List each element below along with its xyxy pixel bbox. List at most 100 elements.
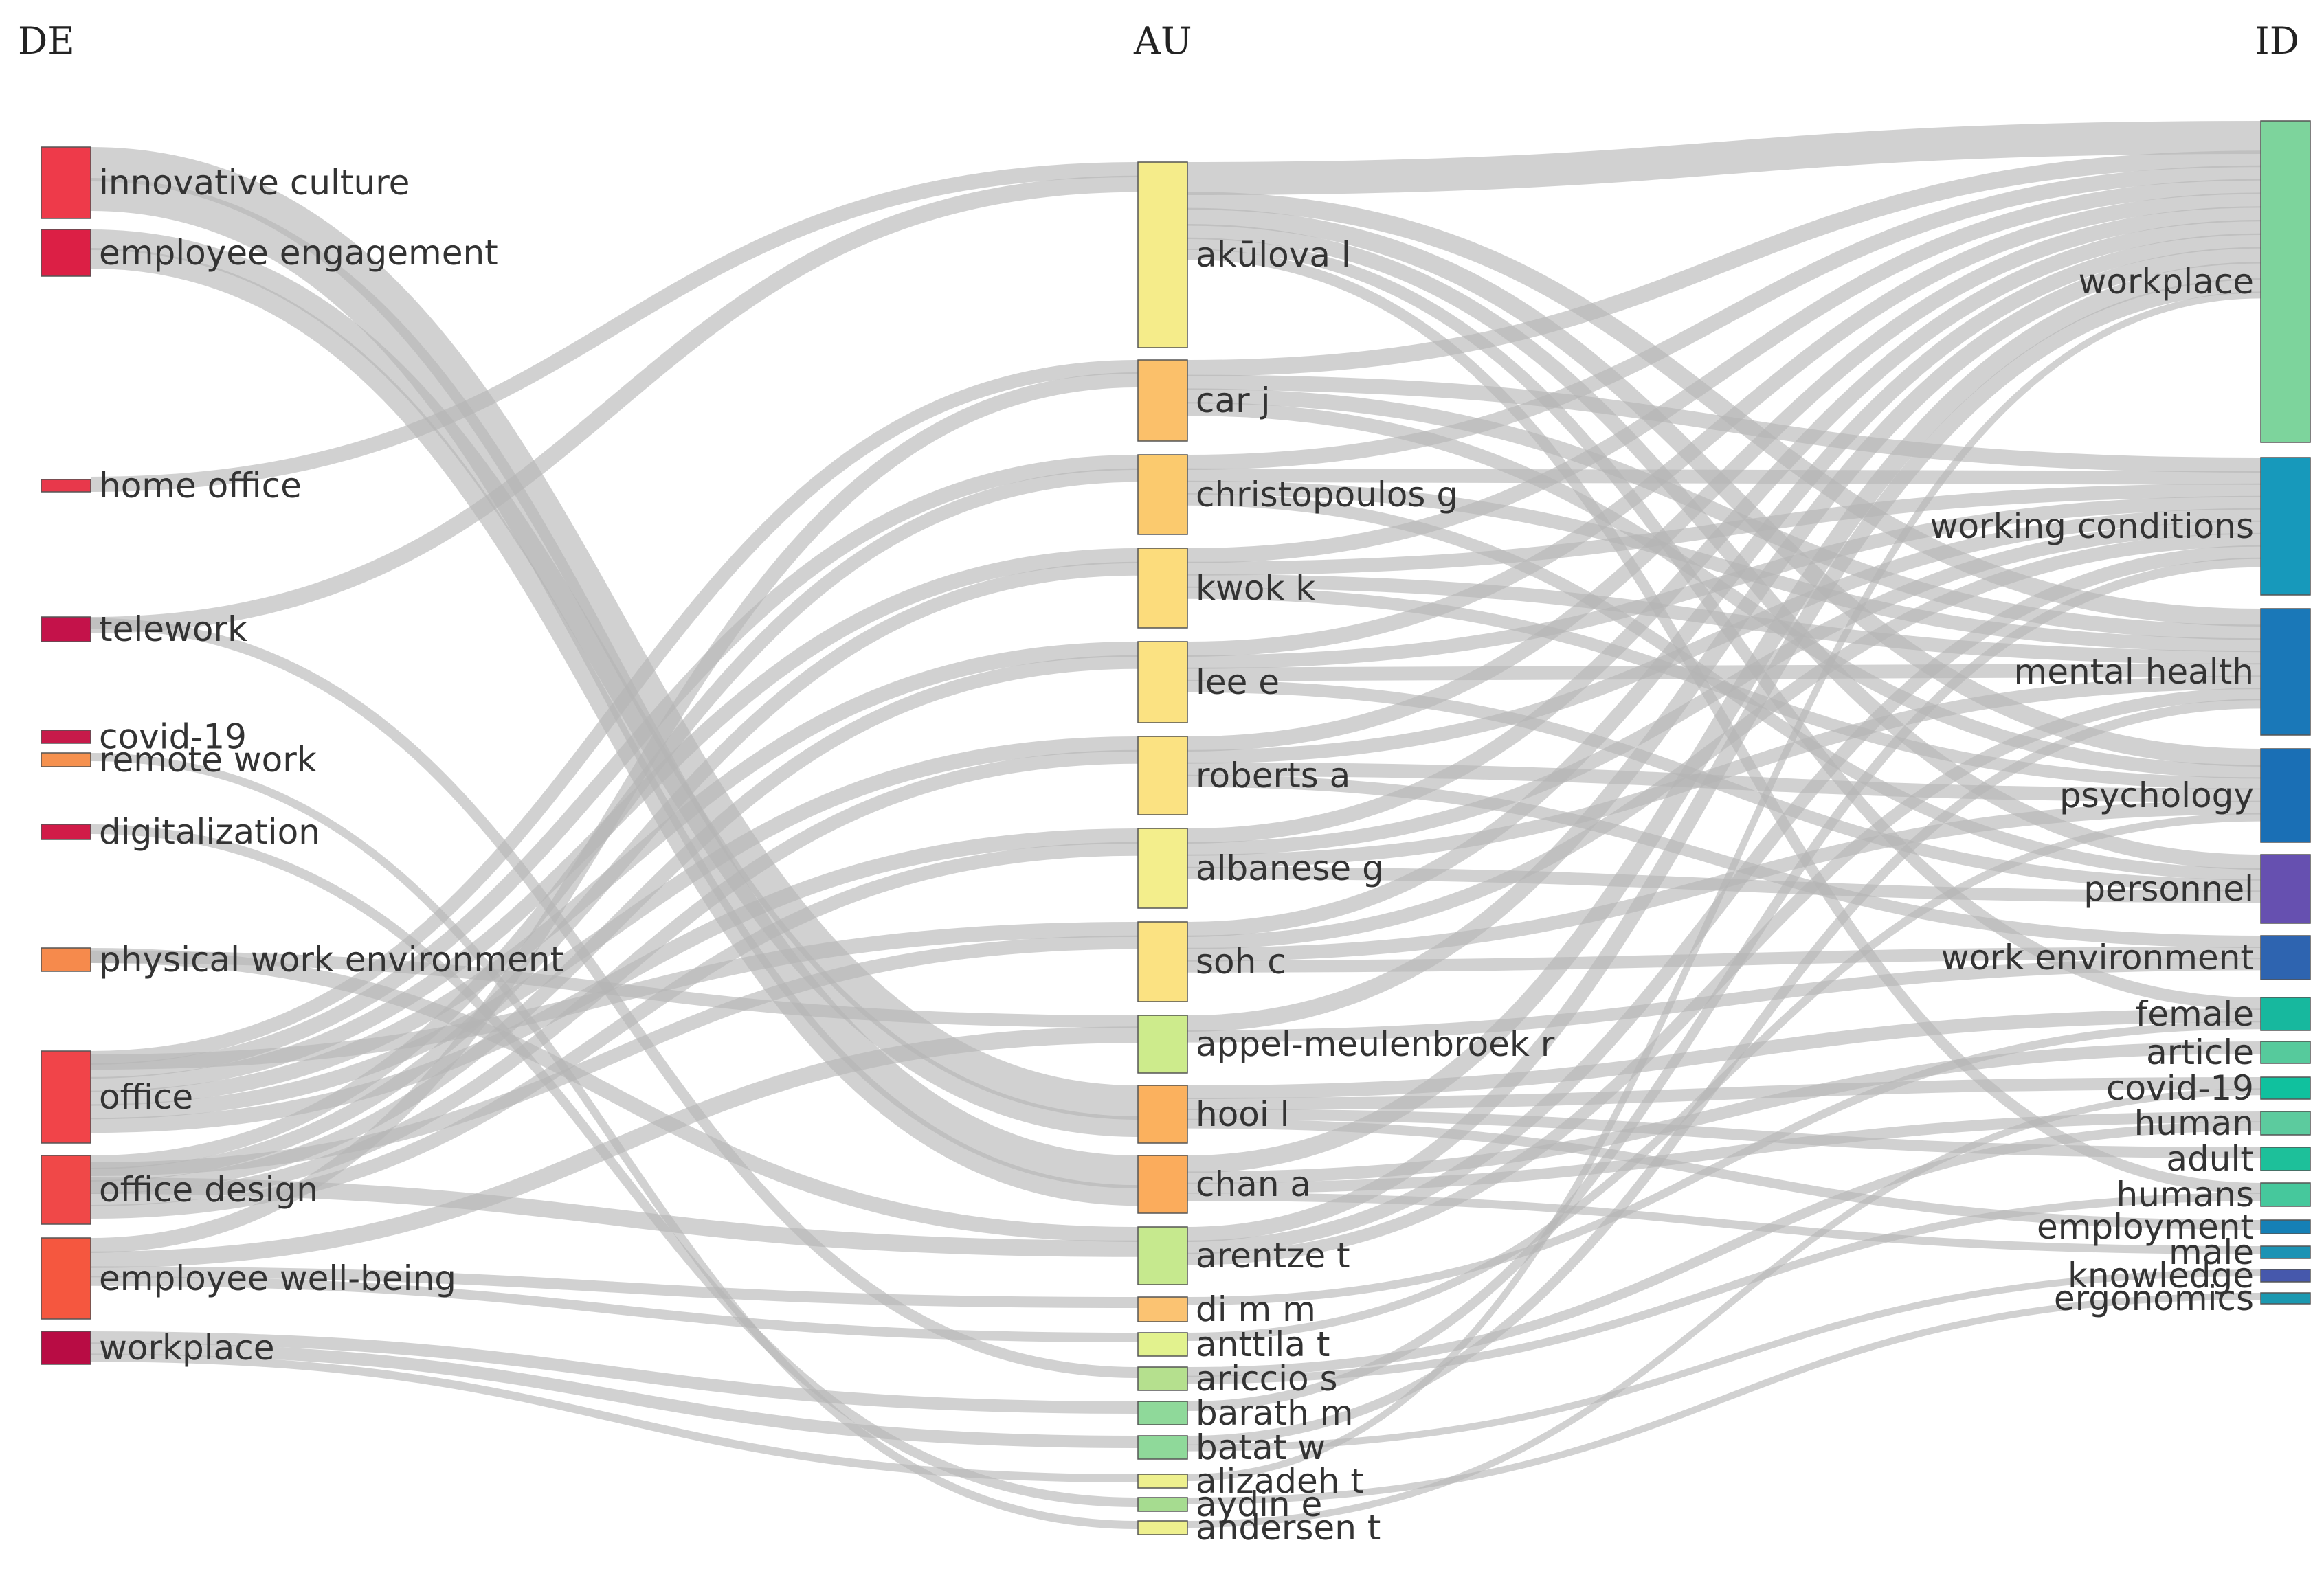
node-label-left-0: innovative culture	[99, 163, 410, 203]
node-right-14[interactable]	[2260, 1269, 2311, 1283]
node-label-left-11: workplace	[99, 1328, 275, 1368]
node-middle-6[interactable]	[1137, 828, 1188, 909]
link-l6-m18	[90, 824, 1139, 1507]
link-m7-r5	[1187, 947, 2261, 973]
node-label-right-10: adult	[2166, 1139, 2254, 1179]
node-right-3[interactable]	[2260, 748, 2311, 843]
node-label-right-6: female	[2136, 994, 2254, 1034]
links-layer	[90, 121, 2261, 1529]
node-right-13[interactable]	[2260, 1245, 2311, 1259]
node-right-5[interactable]	[2260, 935, 2311, 980]
node-label-middle-7: soh c	[1196, 942, 1286, 982]
node-middle-15[interactable]	[1137, 1401, 1188, 1425]
link-m8-r0	[1187, 247, 2261, 1032]
node-middle-12[interactable]	[1137, 1296, 1188, 1322]
link-m11-r0	[1187, 278, 2261, 1242]
node-right-4[interactable]	[2260, 854, 2311, 924]
link-l8-m1	[90, 360, 1139, 1065]
link-m15-r1	[1187, 557, 2261, 1411]
node-label-right-11: humans	[2116, 1175, 2254, 1215]
node-label-right-14: knowledge	[2068, 1256, 2254, 1296]
link-l3-m0	[90, 175, 1139, 633]
node-left-10[interactable]	[41, 1237, 91, 1320]
node-right-15[interactable]	[2260, 1292, 2311, 1305]
node-middle-18[interactable]	[1137, 1497, 1188, 1512]
node-middle-13[interactable]	[1137, 1332, 1188, 1357]
node-right-7[interactable]	[2260, 1041, 2311, 1064]
link-m19-r8	[1187, 1088, 2261, 1528]
node-right-6[interactable]	[2260, 997, 2311, 1031]
node-right-11[interactable]	[2260, 1182, 2311, 1207]
link-m2-r2	[1187, 480, 2261, 653]
node-middle-9[interactable]	[1137, 1085, 1188, 1144]
node-left-4[interactable]	[41, 730, 91, 744]
node-label-right-12: employment	[2037, 1207, 2254, 1247]
node-label-left-6: digitalization	[99, 812, 320, 852]
node-middle-17[interactable]	[1137, 1474, 1188, 1489]
link-m16-r2	[1187, 699, 2261, 1445]
column-title-id: ID	[2255, 19, 2299, 63]
link-m14-r11	[1187, 1193, 2261, 1384]
node-middle-5[interactable]	[1137, 736, 1188, 815]
node-right-1[interactable]	[2260, 457, 2311, 596]
link-l9-m3	[90, 561, 1139, 1182]
link-m9-r6	[1187, 1008, 2261, 1099]
link-m6-r1	[1187, 520, 2261, 856]
node-middle-7[interactable]	[1137, 921, 1188, 1002]
node-left-1[interactable]	[41, 229, 91, 277]
link-l10-m8	[90, 1026, 1139, 1268]
node-right-9[interactable]	[2260, 1111, 2311, 1136]
node-label-middle-13: anttila t	[1196, 1324, 1330, 1364]
node-right-0[interactable]	[2260, 120, 2311, 443]
link-m9-r12	[1187, 1118, 2261, 1230]
node-left-2[interactable]	[41, 479, 91, 493]
link-m7-r0	[1187, 233, 2261, 937]
link-l1-m9	[90, 229, 1139, 1137]
node-label-middle-0: akūlova l	[1196, 235, 1351, 275]
node-right-12[interactable]	[2260, 1219, 2311, 1234]
node-middle-16[interactable]	[1137, 1435, 1188, 1460]
node-middle-14[interactable]	[1137, 1366, 1188, 1391]
link-m16-r14	[1187, 1269, 2261, 1452]
node-label-middle-3: kwok k	[1196, 568, 1315, 608]
link-l10-m1	[90, 372, 1139, 1253]
node-right-2[interactable]	[2260, 608, 2311, 736]
node-left-9[interactable]	[41, 1155, 91, 1225]
node-middle-1[interactable]	[1137, 359, 1188, 442]
node-middle-11[interactable]	[1137, 1226, 1188, 1285]
node-middle-2[interactable]	[1137, 454, 1188, 535]
node-label-middle-2: christopoulos g	[1196, 475, 1458, 515]
node-middle-8[interactable]	[1137, 1015, 1188, 1074]
node-right-8[interactable]	[2260, 1076, 2311, 1100]
node-left-8[interactable]	[41, 1050, 91, 1144]
node-label-middle-14: ariccio s	[1196, 1359, 1338, 1399]
node-middle-0[interactable]	[1137, 161, 1188, 348]
node-label-middle-10: chan a	[1196, 1164, 1311, 1204]
link-m2-r0	[1187, 165, 2261, 470]
link-m5-r0	[1187, 206, 2261, 752]
node-left-3[interactable]	[41, 616, 91, 642]
node-label-right-1: working conditions	[1930, 506, 2254, 546]
link-l10-m13	[90, 1276, 1139, 1342]
node-label-right-5: work environment	[1941, 938, 2254, 978]
node-left-6[interactable]	[41, 824, 91, 840]
node-label-middle-16: batat w	[1196, 1427, 1326, 1467]
node-label-middle-12: di m m	[1196, 1289, 1316, 1329]
node-label-right-8: covid-19	[2106, 1068, 2254, 1108]
node-right-10[interactable]	[2260, 1147, 2311, 1171]
node-label-right-4: personnel	[2083, 869, 2254, 909]
node-label-left-3: telework	[99, 609, 247, 649]
node-middle-19[interactable]	[1137, 1520, 1188, 1535]
node-left-5[interactable]	[41, 752, 91, 767]
node-label-middle-18: aydin e	[1196, 1485, 1322, 1524]
node-left-0[interactable]	[41, 146, 91, 219]
link-m12-r6	[1187, 1021, 2261, 1305]
node-middle-10[interactable]	[1137, 1155, 1188, 1214]
column-title-de: DE	[18, 19, 75, 63]
node-left-7[interactable]	[41, 947, 91, 972]
node-middle-3[interactable]	[1137, 548, 1188, 629]
node-middle-4[interactable]	[1137, 641, 1188, 723]
node-left-11[interactable]	[41, 1331, 91, 1365]
